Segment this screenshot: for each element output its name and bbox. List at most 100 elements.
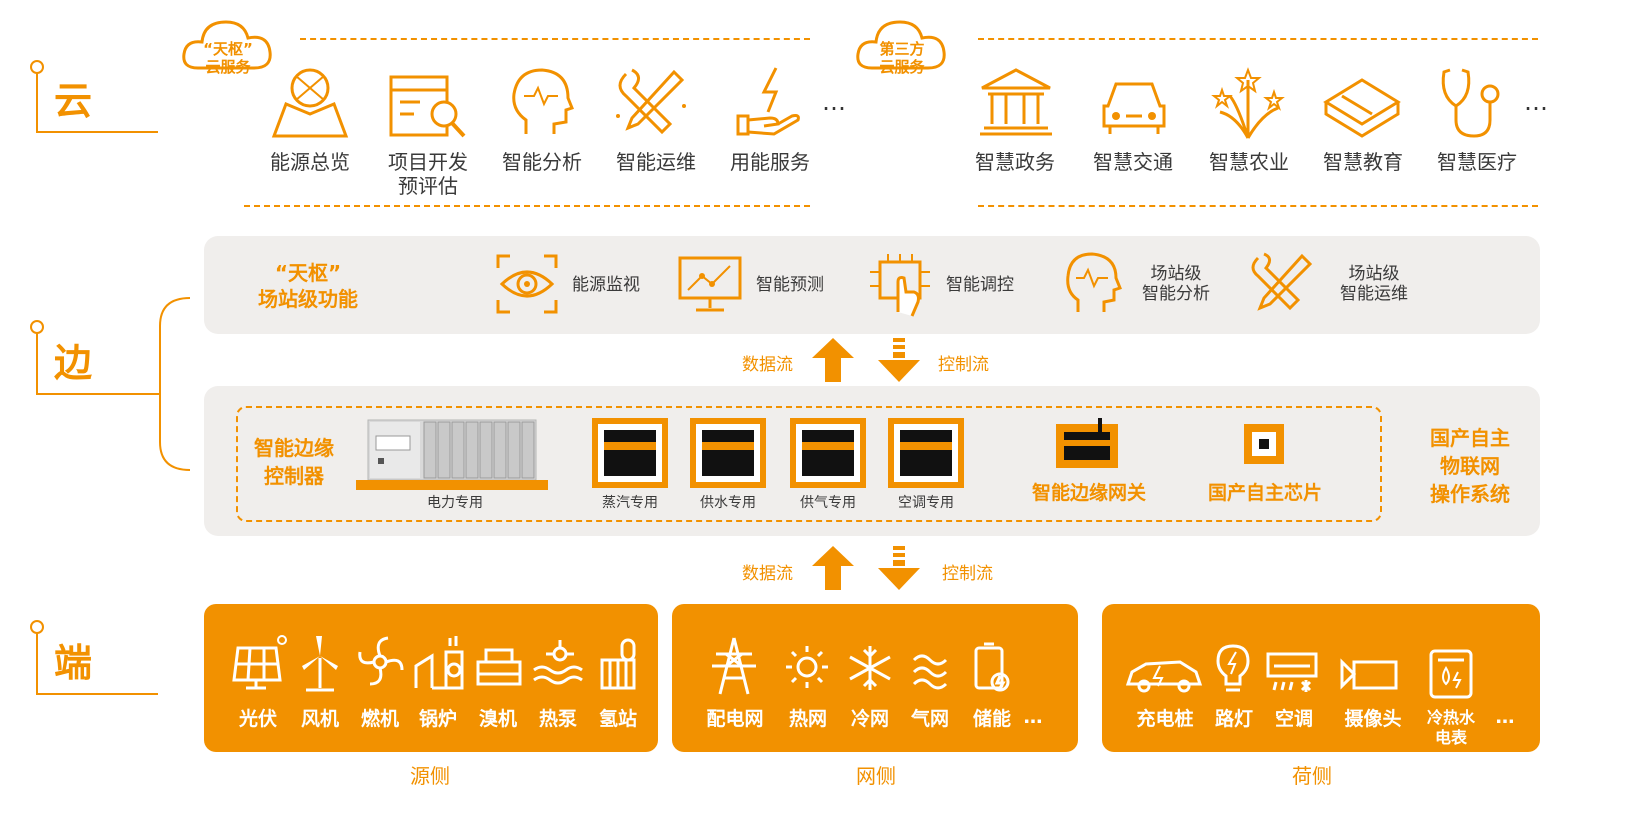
- end-layer-underline: [36, 693, 158, 695]
- edge-layer-label: 边: [54, 341, 93, 385]
- station-item-station-analysis: 场站级 智能分析: [1142, 264, 1210, 304]
- cloud-item-energy-service: 用能服务: [730, 150, 810, 174]
- grid-more: …: [1023, 706, 1043, 728]
- station-item-station-maintenance: 场站级 智能运维: [1340, 264, 1408, 304]
- smart-maintenance-icon: [616, 68, 686, 135]
- energy-overview-icon: [271, 68, 349, 138]
- power-tower-icon: [712, 637, 756, 695]
- grid-item-distribution: 配电网: [706, 708, 764, 730]
- load-side-caption: 荷侧: [1292, 764, 1332, 788]
- control-flow-label-lower: 控制流: [942, 564, 993, 584]
- data-flow-up-arrow-lower: [812, 546, 854, 590]
- medical-stethoscope-icon: [1441, 68, 1500, 138]
- gas-wave-icon: [912, 654, 948, 690]
- station-item-smart-forecast: 智能预测: [756, 275, 824, 295]
- hvac-device-caption: 空调专用: [898, 495, 954, 511]
- heat-sun-icon: [786, 646, 828, 688]
- load-item-charging-pile: 充电桩: [1136, 708, 1194, 730]
- storage-battery-icon: [974, 642, 1010, 692]
- prediction-screen-icon: [678, 256, 742, 312]
- eye-monitor-icon: [496, 254, 558, 314]
- load-item-water-meter: 冷热水 电表: [1426, 708, 1475, 747]
- cloud-item-energy-overview: 能源总览: [270, 150, 350, 174]
- smart-analysis-icon: [512, 68, 574, 134]
- control-flow-down-arrow: [878, 338, 920, 382]
- domestic-chip-icon: [1244, 424, 1284, 464]
- source-item-chiller: 溴机: [478, 708, 517, 730]
- wind-turbine-icon: [302, 636, 338, 692]
- ev-charging-car-icon: [1125, 660, 1203, 693]
- lithium-bromide-chiller-icon: [476, 648, 522, 686]
- source-item-gas-turbine: 燃机: [360, 708, 399, 730]
- heat-pump-icon: [533, 640, 583, 685]
- cloud-item-smart-agriculture: 智慧农业: [1209, 150, 1289, 174]
- data-flow-up-arrow: [812, 338, 854, 382]
- cloud-item-smart-maintenance: 智能运维: [616, 150, 696, 174]
- edge-controller-title: 智能边缘控制器: [254, 436, 334, 488]
- gas-turbine-icon: [358, 636, 404, 686]
- station-item-energy-monitor: 能源监视: [572, 275, 640, 295]
- energy-service-icon: [736, 67, 800, 136]
- source-side-caption: 源侧: [410, 764, 450, 788]
- steam-device-caption: 蒸汽专用: [602, 495, 658, 511]
- hot-cold-water-meter-icon: [1429, 649, 1473, 699]
- cloud-right-bottom-divider: [978, 205, 1538, 207]
- control-flow-down-arrow-lower: [878, 546, 920, 590]
- hvac-controller-device: [888, 418, 964, 488]
- load-item-camera: 摄像头: [1344, 708, 1402, 730]
- power-controller-caption: 电力专用: [427, 495, 483, 511]
- cloud-item-smart-medical: 智慧医疗: [1437, 150, 1517, 174]
- tianshu-cloud-icon: [182, 20, 272, 70]
- edge-bracket: [150, 297, 191, 471]
- source-item-hydrogen: 氢站: [598, 708, 637, 730]
- source-item-pv: 光伏: [238, 708, 277, 730]
- chip-touch-icon: [870, 254, 930, 317]
- cloud-left-top-divider: [300, 38, 810, 40]
- edge-controller-dashed-frame: [236, 406, 1382, 522]
- cloud-right-top-divider: [978, 38, 1538, 40]
- cloud-item-smart-government: 智慧政务: [975, 150, 1055, 174]
- edge-layer-underline: [36, 393, 158, 395]
- cloud-layer-line: [36, 72, 38, 132]
- car-icon: [1102, 82, 1166, 134]
- edge-layer-line: [36, 332, 38, 394]
- cloud-item-smart-analysis: 智能分析: [502, 150, 582, 174]
- government-building-icon: [980, 68, 1052, 136]
- station-item-smart-control: 智能调控: [946, 275, 1014, 295]
- agriculture-sprout-icon: [1211, 67, 1285, 139]
- load-item-air-conditioner: 空调: [1274, 708, 1313, 730]
- third-party-cloud-icon: [856, 20, 946, 70]
- grid-item-heat-network: 热网: [788, 708, 827, 730]
- station-function-title: “天枢”场站级功能: [258, 261, 358, 311]
- station-analysis-head-icon: [1066, 252, 1122, 312]
- cloud-left-bottom-divider: [244, 205, 810, 207]
- steam-controller-device: [592, 418, 668, 488]
- station-maintenance-tools-icon: [1251, 252, 1313, 311]
- data-flow-label-lower: 数据流: [742, 564, 793, 584]
- end-layer-label: 端: [54, 641, 93, 685]
- air-conditioner-icon: [1266, 652, 1318, 692]
- load-side-box: [1102, 604, 1540, 752]
- third-party-cloud-label: 第三方云服务: [879, 40, 925, 76]
- source-item-boiler: 锅炉: [418, 708, 457, 730]
- project-evaluation-icon: [389, 75, 466, 138]
- source-item-wind: 风机: [300, 708, 339, 730]
- cold-snowflake-icon: [849, 646, 891, 690]
- gas-device-caption: 供气专用: [800, 495, 856, 511]
- domestic-chip-label: 国产自主芯片: [1207, 482, 1322, 504]
- grid-item-storage: 储能: [972, 708, 1011, 730]
- load-item-street-light: 路灯: [1214, 708, 1253, 730]
- water-supply-controller-device: [690, 418, 766, 488]
- power-controller-rack-image: [356, 419, 548, 490]
- cloud-left-more: …: [822, 88, 846, 116]
- cloud-item-project-evaluation: 项目开发 预评估: [388, 150, 468, 198]
- boiler-icon: [414, 636, 464, 690]
- cloud-item-smart-transport: 智慧交通: [1093, 150, 1173, 174]
- grid-item-cold-network: 冷网: [850, 708, 889, 730]
- street-light-bulb-icon: [1216, 644, 1250, 692]
- cloud-layer-label: 云: [54, 79, 93, 123]
- tianshu-cloud-label: “天枢”云服务: [203, 40, 253, 76]
- load-more: …: [1495, 706, 1515, 728]
- edge-gateway-label: 智能边缘网关: [1031, 482, 1146, 504]
- hydrogen-station-icon: [600, 638, 636, 690]
